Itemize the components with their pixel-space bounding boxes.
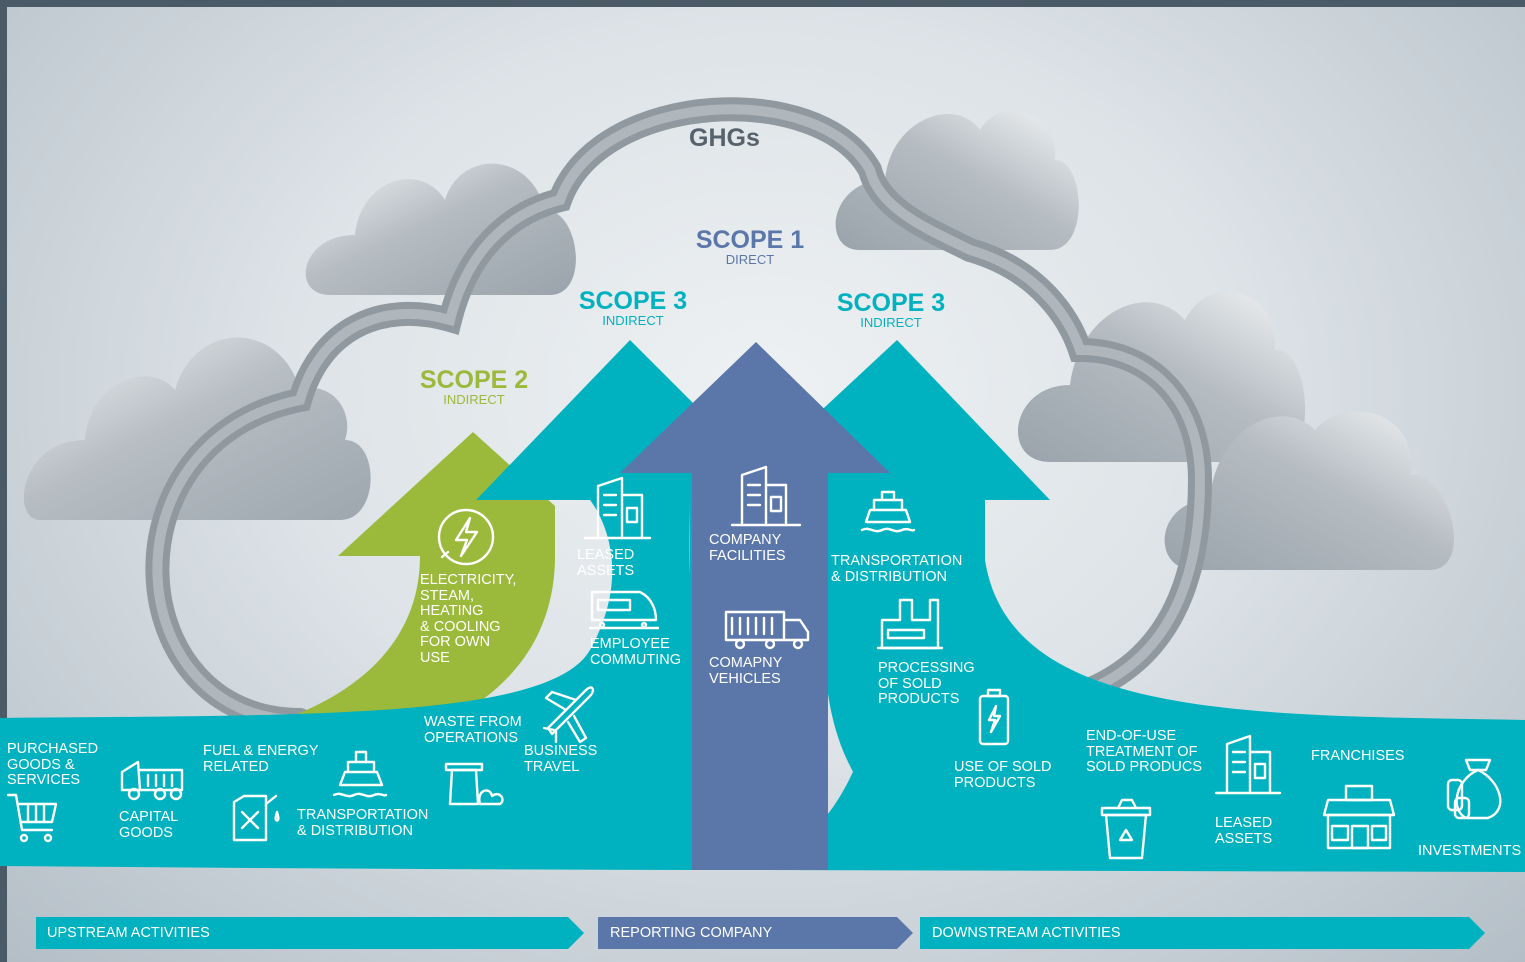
scope2-title: SCOPE 2 [419, 366, 529, 394]
trash-icon [1100, 798, 1152, 860]
downstream-band [920, 917, 1485, 949]
label-transport-upstream: TRANSPORTATION & DISTRIBUTION [297, 807, 429, 839]
label-business-travel: BUSINESS TRAVEL [524, 743, 598, 775]
truck-icon [724, 610, 810, 650]
label-leased-assets-downstream: LEASED ASSETS [1215, 815, 1273, 847]
building-icon [1214, 734, 1282, 795]
scope1-arrow [620, 342, 890, 870]
scope2-heading: SCOPE 2 INDIRECT [404, 367, 544, 406]
scope3-downstream-sub: INDIRECT [860, 315, 922, 330]
money-bag-icon [1446, 758, 1502, 820]
label-purchased-goods: PURCHASED GOODS & SERVICES [7, 741, 99, 788]
cloud-left-back [23, 337, 371, 520]
ghg-cloud-outline [145, 97, 1213, 732]
lightning-icon [437, 508, 495, 566]
scope1-heading: SCOPE 1 DIRECT [680, 227, 820, 266]
factory-icon [876, 598, 944, 650]
downstream-activities-label: DOWNSTREAM ACTIVITIES [932, 925, 1121, 941]
scope3-upstream-sub: INDIRECT [602, 313, 664, 328]
fuel-can-icon [232, 794, 280, 842]
battery-icon [978, 688, 1010, 746]
label-company-facilities: COMPANY FACILITIES [709, 532, 786, 564]
scope3-upstream-heading: SCOPE 3 INDIRECT [563, 288, 703, 327]
label-waste: WASTE FROM OPERATIONS [424, 714, 522, 746]
label-use-of-sold: USE OF SOLD PRODUCTS [954, 759, 1052, 791]
ghg-title: GHGs [689, 124, 760, 152]
dump-truck-icon [120, 760, 184, 801]
cloud-right-far [1164, 411, 1454, 570]
scope3-downstream-title: SCOPE 3 [836, 289, 946, 317]
scope1-sub: DIRECT [725, 252, 775, 267]
ship-icon [332, 750, 388, 798]
scope3-downstream-heading: SCOPE 3 INDIRECT [821, 290, 961, 329]
label-processing: PROCESSING OF SOLD PRODUCTS [878, 660, 975, 707]
label-end-of-use: END-OF-USE TREATMENT OF SOLD PRODUCS [1086, 728, 1203, 775]
airplane-icon [542, 686, 595, 744]
label-electricity: ELECTRICITY, STEAM, HEATING & COOLING FO… [420, 572, 517, 666]
label-company-vehicles: COMAPNY VEHICLES [709, 655, 783, 687]
label-capital-goods: CAPITAL GOODS [119, 809, 179, 841]
label-franchises: FRANCHISES [1311, 748, 1405, 764]
scope1-title: SCOPE 1 [695, 226, 805, 254]
scope2-sub: INDIRECT [443, 392, 505, 407]
label-fuel-energy: FUEL & ENERGY RELATED [203, 743, 319, 775]
upstream-band [36, 917, 584, 949]
reporting-company-label: REPORTING COMPANY [610, 925, 773, 941]
building-icon [583, 476, 652, 540]
upstream-activities-label: UPSTREAM ACTIVITIES [47, 925, 210, 941]
label-leased-assets-upstream: LEASED ASSETS [577, 547, 635, 579]
shopping-cart-icon [6, 793, 58, 843]
label-employee-commuting: EMPLOYEE COMMUTING [590, 636, 682, 668]
waste-bin-icon [444, 762, 504, 806]
reporting-band [598, 917, 913, 949]
label-investments: INVESTMENTS [1418, 843, 1522, 859]
train-icon [588, 590, 660, 630]
ship-icon [860, 490, 916, 533]
label-transport-downstream: TRANSPORTATION & DISTRIBUTION [831, 553, 963, 585]
building-icon [730, 465, 802, 527]
scope3-upstream-title: SCOPE 3 [578, 287, 688, 315]
cloud-left-top [305, 163, 576, 295]
storefront-icon [1322, 784, 1396, 850]
